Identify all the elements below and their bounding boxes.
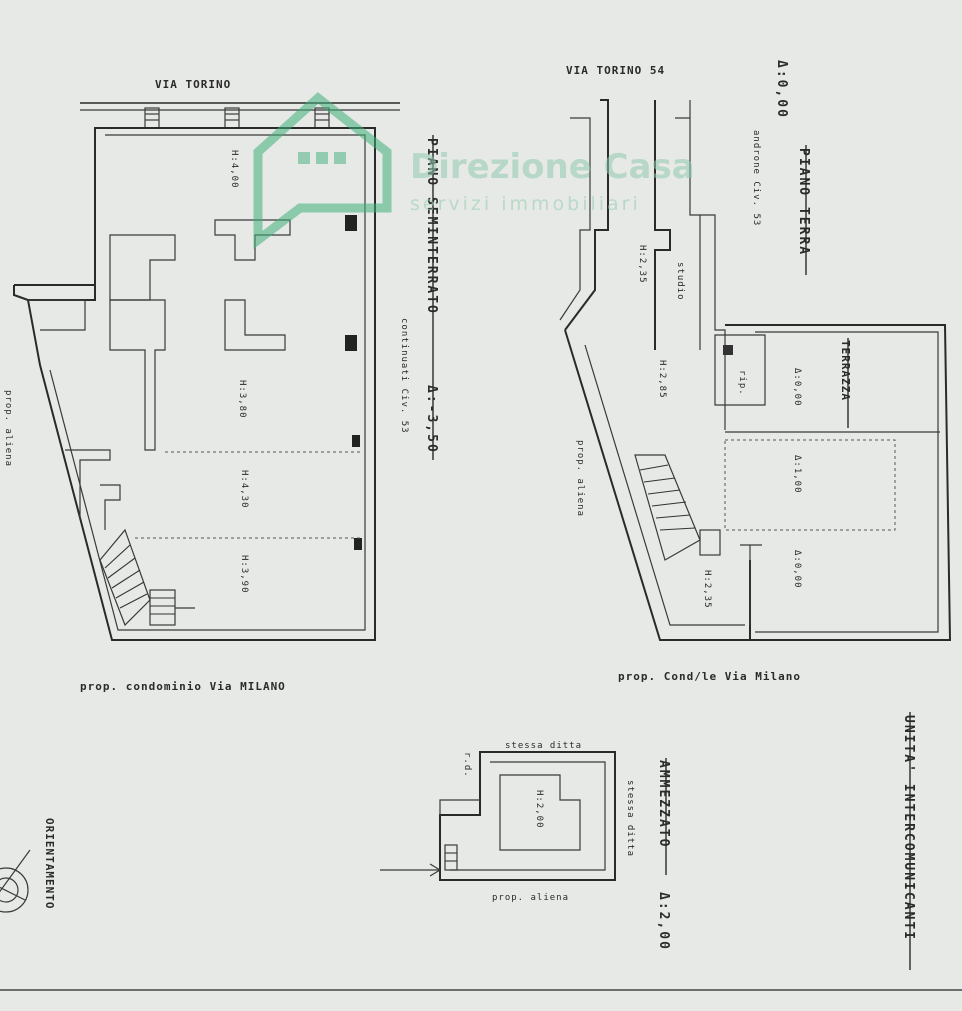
note-seminterrato: continuati Civ. 53 — [399, 318, 409, 434]
watermark-logo: Direzione Casa servizi immobiliari — [253, 92, 695, 250]
street-label-via-torino-54: VIA TORINO 54 — [566, 64, 665, 77]
outer-wall-terra — [564, 324, 952, 641]
title-ammezzato: AMMEZZATO — [656, 760, 671, 848]
orientation-label: ORIENTAMENTO — [43, 818, 56, 909]
watermark-brand: Direzione Casa — [410, 147, 695, 187]
left-neighbor-seminterrato: prop. aliena — [3, 390, 13, 467]
level-terra: Δ:0,00 — [774, 60, 789, 119]
top-label-ammezzato: stessa ditta — [505, 741, 582, 751]
plan-terra: VIA TORINO 54 studio — [559, 60, 952, 683]
stair-seminterrato — [99, 528, 195, 627]
terrace-label: TERRAZZA — [839, 340, 852, 401]
title-piano-terra: PIANO TERRA — [796, 148, 811, 256]
left-neighbor-terra: prop. aliena — [575, 440, 585, 517]
terrace-level-1: Δ:0,00 — [792, 368, 802, 407]
right-label-ammezzato: stessa ditta — [625, 780, 635, 857]
terrace-level-3: Δ:0,00 — [792, 550, 802, 589]
note-terra: androne Civ. 53 — [751, 130, 761, 226]
plan-ammezzato: stessa ditta H:2,00 r.d. stessa ditta AM… — [380, 741, 671, 951]
room-ripostiglio: rip. — [737, 370, 747, 396]
level-ammezzato: Δ:2,00 — [656, 892, 671, 951]
legend: UNITA' INTERCOMUNICANTI ORIENTAMENTO — [0, 712, 916, 970]
bottom-label-ammezzato: prop. aliena — [492, 893, 569, 903]
room-height-ammezzato: H:2,00 — [534, 790, 544, 829]
height-terra-1: H:2,35 — [637, 245, 647, 284]
bottom-label-seminterrato: prop. condominio Via MILANO — [80, 680, 286, 693]
unit-title: UNITA' INTERCOMUNICANTI — [901, 715, 916, 941]
room-studio: studio — [675, 262, 685, 301]
height-label-1: H:4,00 — [229, 150, 239, 189]
height-label-2: H:3,80 — [237, 380, 247, 419]
level-seminterrato: Δ:-3,50 — [424, 385, 439, 454]
height-terra-2: H:2,85 — [657, 360, 667, 399]
plan-seminterrato: VIA TORINO — [3, 78, 439, 693]
terrace-level-2: Δ:1,00 — [792, 455, 802, 494]
title-piano-seminterrato: PIANO SEMINTERRATO — [424, 138, 439, 315]
street-label-via-torino: VIA TORINO — [155, 78, 231, 91]
compass-rose — [0, 849, 31, 913]
side-mark-ammezzato: r.d. — [462, 752, 472, 778]
stair-terra — [634, 454, 762, 625]
height-label-4: H:3,90 — [239, 555, 249, 594]
house-icon — [253, 92, 392, 250]
height-terra-3: H:2,35 — [702, 570, 712, 609]
bottom-label-terra: prop. Cond/le Via Milano — [618, 670, 801, 683]
watermark-tagline: servizi immobiliari — [410, 193, 641, 215]
height-label-3: H:4,30 — [239, 470, 249, 509]
